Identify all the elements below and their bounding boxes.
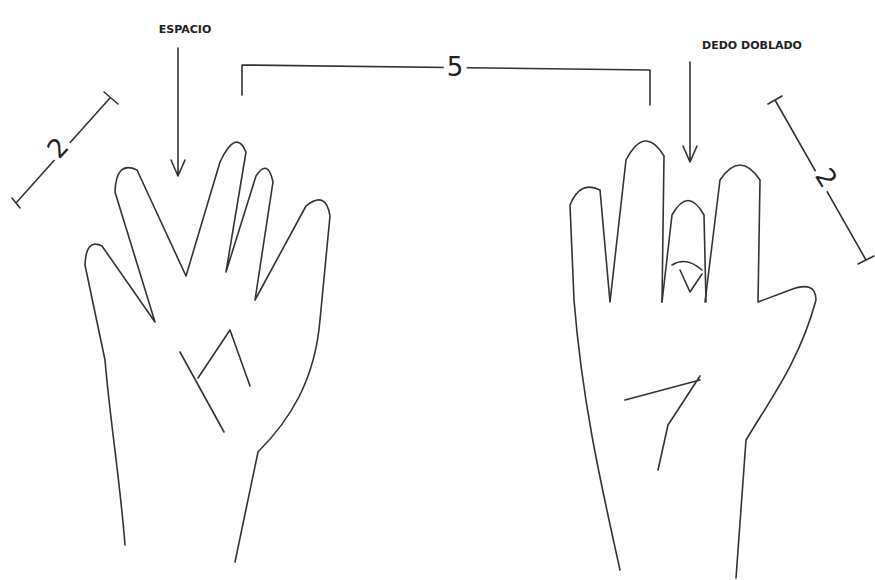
right-hand-outline (570, 141, 816, 578)
left-hand-outline (85, 142, 330, 562)
left-bracket (12, 92, 118, 208)
dimension-number: 2 (40, 130, 76, 166)
bent-finger-fold (672, 261, 702, 292)
espacio-arrow (171, 48, 185, 176)
right-palm-crease (625, 376, 700, 470)
dedo-arrow (683, 62, 697, 162)
callout-label: DEDO DOBLADO (699, 40, 805, 52)
left-palm-crease (180, 330, 250, 432)
right-bracket (768, 96, 874, 264)
callout-label: ESPACIO (156, 24, 215, 36)
bent-finger (662, 201, 706, 303)
dimension-number: 5 (444, 53, 467, 82)
